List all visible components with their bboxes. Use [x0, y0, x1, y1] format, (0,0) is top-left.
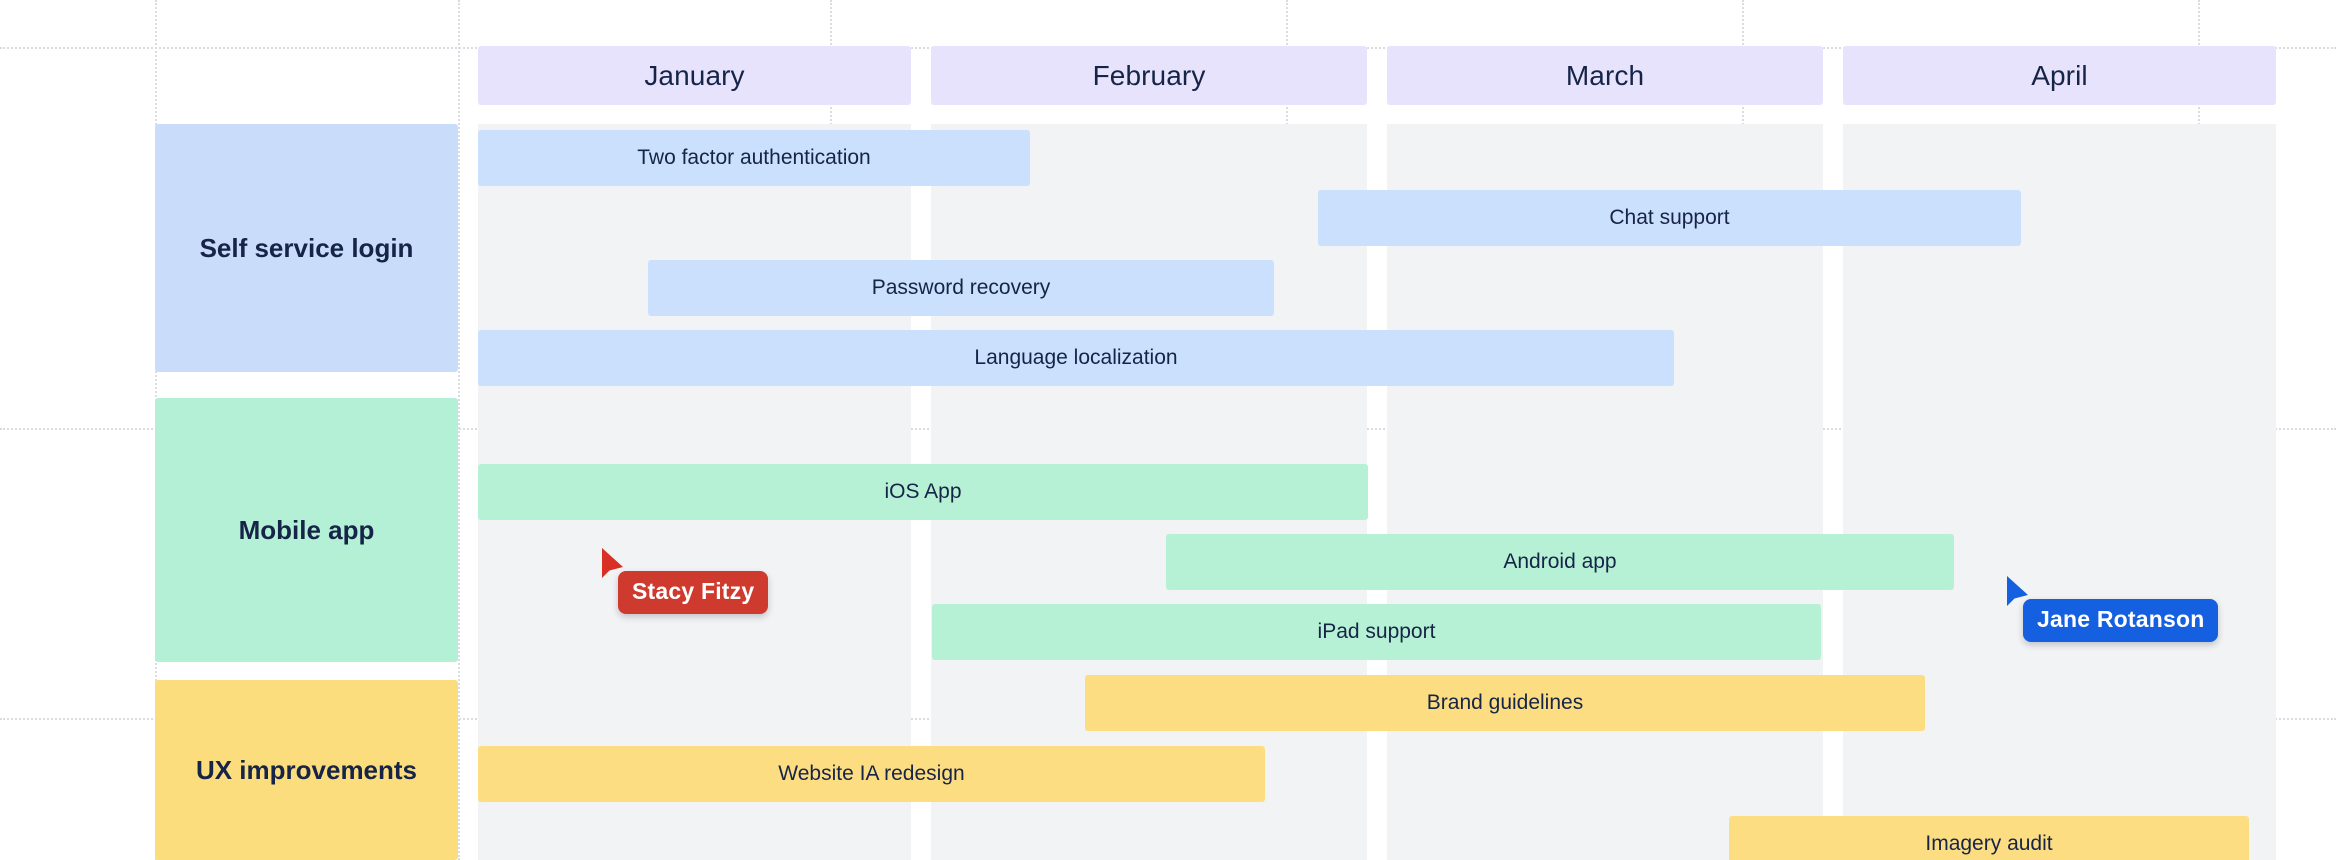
month-header-label: January	[644, 59, 745, 91]
task-bar-label: Language localization	[974, 346, 1178, 369]
timeline-lane-column-april	[1843, 124, 2276, 860]
task-bar-password-recovery[interactable]: Password recovery	[648, 260, 1274, 316]
task-bar-two-factor-authentication[interactable]: Two factor authentication	[478, 130, 1030, 186]
task-bar-label: Chat support	[1609, 206, 1730, 229]
group-label-ux-improvements[interactable]: UX improvements	[155, 680, 458, 860]
task-bar-android-app[interactable]: Android app	[1166, 534, 1954, 590]
task-bar-label: Two factor authentication	[637, 146, 871, 169]
task-bar-imagery-audit[interactable]: Imagery audit	[1729, 816, 2249, 860]
task-bar-language-localization[interactable]: Language localization	[478, 330, 1674, 386]
task-bar-label: iOS App	[884, 480, 962, 503]
task-bar-label: Imagery audit	[1925, 832, 2053, 855]
month-header-march[interactable]: March	[1387, 46, 1823, 105]
task-bar-website-ia-redesign[interactable]: Website IA redesign	[478, 746, 1265, 802]
group-label-self-service-login[interactable]: Self service login	[155, 124, 458, 372]
group-label-text: Mobile app	[238, 514, 375, 545]
month-header-label: March	[1565, 59, 1645, 91]
task-bar-label: Brand guidelines	[1426, 691, 1584, 714]
task-bar-label: Password recovery	[871, 276, 1051, 299]
timeline-lane-column-march	[1387, 124, 1823, 860]
task-bar-label: Website IA redesign	[778, 762, 965, 785]
group-label-text: Self service login	[199, 232, 414, 263]
task-bar-label: iPad support	[1317, 620, 1436, 643]
grid-line-vertical-1	[458, 0, 460, 860]
task-bar-brand-guidelines[interactable]: Brand guidelines	[1085, 675, 1925, 731]
month-header-january[interactable]: January	[478, 46, 911, 105]
task-bar-chat-support[interactable]: Chat support	[1318, 190, 2021, 246]
month-header-february[interactable]: February	[931, 46, 1367, 105]
group-label-mobile-app[interactable]: Mobile app	[155, 398, 458, 662]
group-label-text: UX improvements	[195, 754, 418, 785]
month-header-label: April	[2031, 59, 2088, 91]
month-header-april[interactable]: April	[1843, 46, 2276, 105]
month-header-label: February	[1092, 59, 1206, 91]
task-bar-label: Android app	[1503, 550, 1617, 573]
task-bar-ipad-support[interactable]: iPad support	[932, 604, 1821, 660]
task-bar-ios-app[interactable]: iOS App	[478, 464, 1368, 520]
